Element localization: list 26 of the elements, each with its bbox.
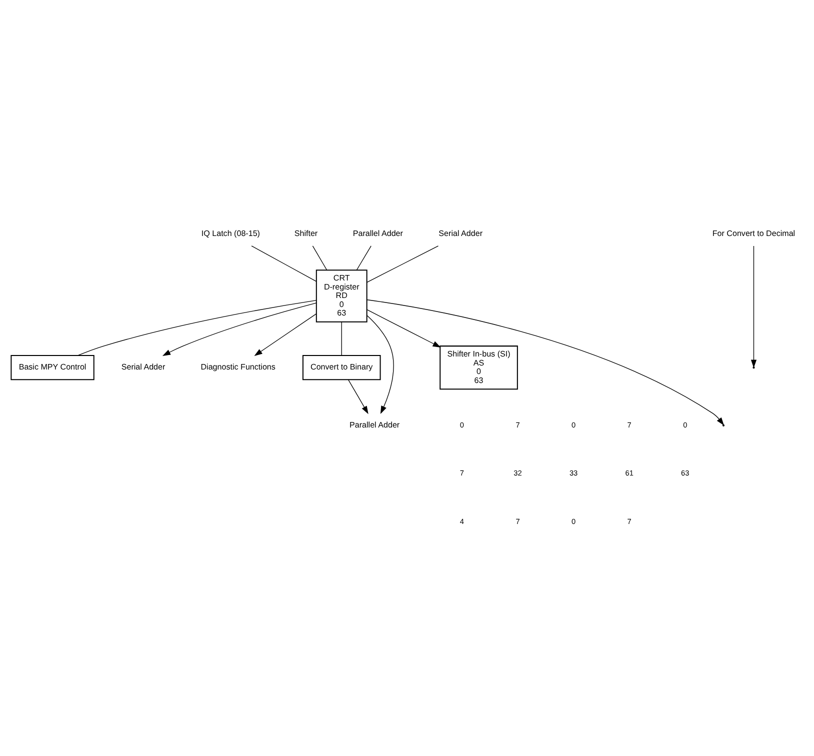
label: 32	[514, 468, 522, 478]
label: 7	[516, 517, 520, 526]
label: 7	[516, 420, 520, 430]
label: 63	[681, 468, 690, 478]
connector	[251, 246, 317, 282]
label: 7	[460, 468, 464, 478]
label: 0	[572, 420, 576, 430]
label: 61	[625, 468, 634, 478]
label: 4	[460, 517, 464, 526]
arrow	[366, 315, 394, 414]
arrow	[162, 302, 317, 356]
arrow	[366, 309, 441, 348]
label: 0	[683, 420, 688, 430]
label: 0	[460, 420, 464, 430]
label: 0	[572, 517, 576, 526]
connector	[341, 322, 342, 356]
label: 7	[627, 517, 632, 526]
connector	[78, 300, 317, 356]
connector	[312, 246, 328, 270]
arrow	[348, 380, 368, 414]
arrow	[366, 299, 724, 426]
connector	[366, 246, 439, 283]
connector	[356, 246, 372, 270]
arrow	[254, 314, 317, 356]
label: 7	[627, 420, 632, 430]
label: 33	[569, 468, 578, 478]
